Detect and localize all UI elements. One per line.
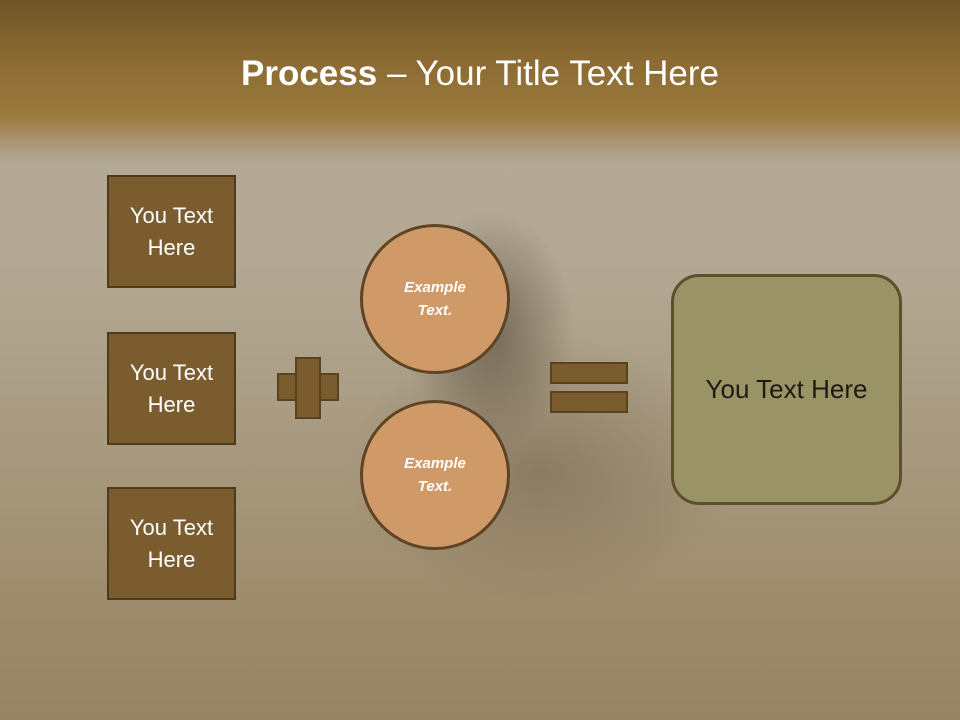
- title-bar: [0, 0, 960, 165]
- text-box-1[interactable]: You Text Here: [107, 175, 236, 288]
- text-box-line: You Text: [129, 202, 214, 228]
- plus-center: [297, 375, 319, 399]
- text-box-line: You Text: [129, 359, 214, 385]
- text-box-line: Here: [147, 391, 196, 417]
- text-box-label: You Text Here: [130, 200, 213, 264]
- slide-title: Process – Your Title Text Here: [0, 52, 960, 96]
- equals-bar-bottom: [550, 391, 628, 413]
- circle-label: Example Text.: [404, 276, 466, 322]
- circle-line: Example: [404, 455, 466, 472]
- text-box-line: You Text: [129, 514, 214, 540]
- title-bold: Process: [241, 54, 378, 93]
- equals-bar-top: [550, 362, 628, 384]
- circle-label: Example Text.: [404, 452, 466, 498]
- example-circle-1[interactable]: Example Text.: [360, 224, 510, 374]
- circle-line: Example: [404, 279, 466, 296]
- text-box-label: You Text Here: [130, 357, 213, 421]
- text-box-2[interactable]: You Text Here: [107, 332, 236, 445]
- text-box-line: Here: [147, 546, 196, 572]
- text-box-3[interactable]: You Text Here: [107, 487, 236, 600]
- result-box[interactable]: You Text Here: [671, 274, 902, 505]
- text-box-line: Here: [147, 234, 196, 260]
- example-circle-2[interactable]: Example Text.: [360, 400, 510, 550]
- circle-line: Text.: [417, 302, 453, 319]
- circle-line: Text.: [417, 478, 453, 495]
- result-label: You Text Here: [705, 374, 868, 404]
- title-rest: – Your Title Text Here: [377, 54, 719, 93]
- text-box-label: You Text Here: [130, 512, 213, 576]
